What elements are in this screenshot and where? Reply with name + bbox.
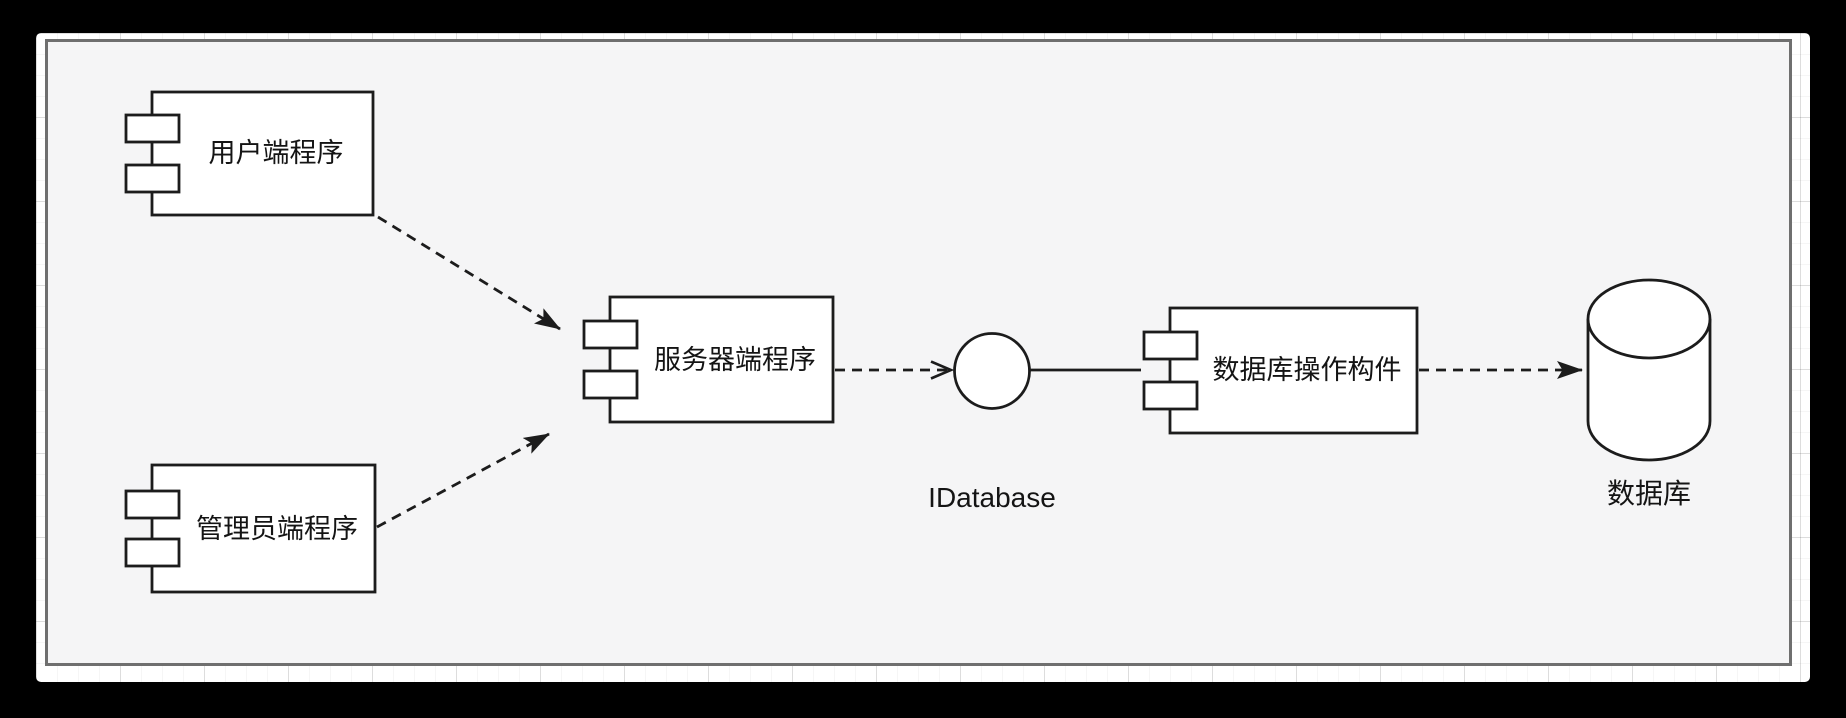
component-admin-body[interactable] [150,463,377,594]
component-server-tab-top[interactable] [582,319,639,350]
component-server-body[interactable] [608,295,835,424]
component-client[interactable]: 用户端程序 [124,90,375,217]
component-server-label: 服务器端程序 [654,345,816,375]
component-admin-label: 管理员端程序 [196,514,358,544]
component-server-tab-bottom[interactable] [582,369,639,400]
database-label: 数据库 [1607,478,1691,509]
component-admin[interactable]: 管理员端程序 [124,463,377,594]
diagram-canvas: 用户端程序 管理员端程序 服务器端程序 [124,90,1712,594]
component-client-body[interactable] [150,90,375,217]
component-dbop-body[interactable] [1168,306,1419,435]
component-dbop-label: 数据库操作构件 [1213,355,1402,385]
component-client-label: 用户端程序 [209,138,344,168]
component-client-tab-top[interactable] [124,113,181,144]
component-dbop[interactable]: 数据库操作构件 [1142,306,1419,435]
database-cylinder-top[interactable] [1586,278,1712,360]
interface-circle[interactable] [953,332,1031,410]
interface-idatabase-label: IDatabase [928,482,1056,513]
component-admin-tab-top[interactable] [124,489,181,520]
component-dbop-tab-top[interactable] [1142,330,1199,361]
component-server[interactable]: 服务器端程序 [582,295,835,424]
connector-admin-to-server[interactable] [376,432,550,529]
diagram-page: 用户端程序 管理员端程序 服务器端程序 [45,39,1792,666]
database-cylinder[interactable]: 数据库 [1586,278,1712,509]
component-dbop-tab-bottom[interactable] [1142,380,1199,411]
component-admin-tab-bottom[interactable] [124,537,181,568]
connector-client-to-server[interactable] [377,215,561,331]
editor-grid-margin: 用户端程序 管理员端程序 服务器端程序 [36,33,1810,682]
component-client-tab-bottom[interactable] [124,163,181,194]
interface-idatabase[interactable]: IDatabase [928,332,1056,514]
